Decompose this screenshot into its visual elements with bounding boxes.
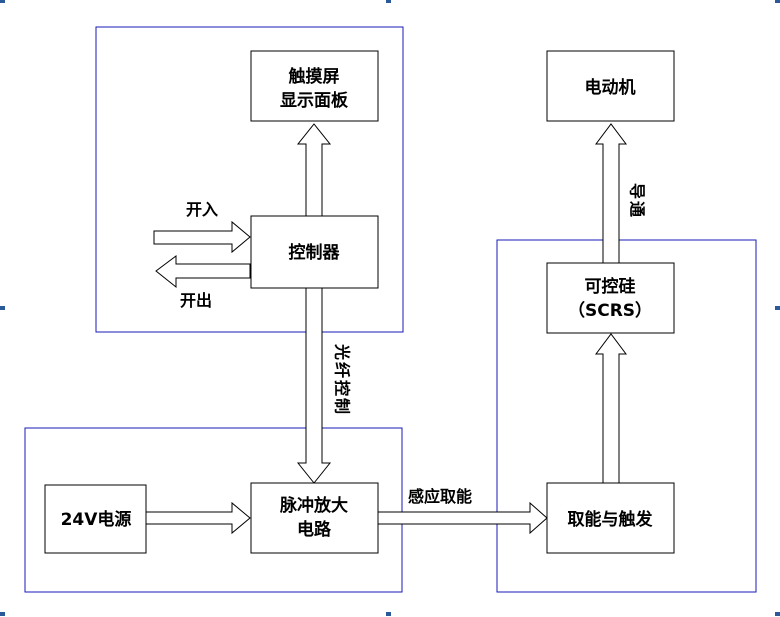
motor-block: 电动机 <box>546 50 675 122</box>
corner-mark-top-left <box>0 0 5 3</box>
power-unit-group <box>24 427 403 593</box>
corner-mark-bottom-left <box>0 612 5 616</box>
power-block: 24V电源 <box>44 484 147 554</box>
edge-mark-top-center <box>386 0 391 3</box>
arrow-controller-to-pulse-amp <box>296 287 332 484</box>
corner-mark-top-right <box>775 0 780 3</box>
control-unit-group <box>95 26 404 333</box>
fiber-label-char-2: 纤 <box>333 362 352 378</box>
conduct-label-char-1: 导 <box>628 183 647 199</box>
motor-label: 电动机 <box>585 77 636 98</box>
scr-label-line1: 可控硅 <box>585 276 636 297</box>
touchscreen-label-line1: 触摸屏 <box>288 66 340 87</box>
edge-mark-left-center <box>0 306 5 310</box>
edge-mark-bottom-center <box>386 612 391 616</box>
controller-block: 控制器 <box>250 215 379 289</box>
thyristor-unit-group <box>496 239 757 593</box>
arrow-pulse-amp-to-trigger <box>377 501 548 535</box>
arrow-input-to-controller <box>153 220 251 254</box>
pulse-amp-label-line2: 电路 <box>297 519 332 540</box>
fiber-label-char-1: 光 <box>333 343 352 360</box>
pulse-amp-block: 脉冲放大 电路 <box>250 482 379 554</box>
pulse-amp-label-line1: 脉冲放大 <box>279 495 348 516</box>
arrow-controller-to-output <box>155 255 251 289</box>
scr-block: 可控硅 （SCRS） <box>546 262 675 334</box>
touchscreen-label-line2: 显示面板 <box>280 90 349 111</box>
fiber-label-char-3: 控 <box>333 380 352 396</box>
input-label: 开入 <box>186 200 218 219</box>
arrow-scr-to-motor <box>595 123 627 264</box>
arrow-power-to-pulse-amp <box>145 501 251 535</box>
edge-mark-right-center <box>775 306 780 310</box>
corner-mark-bottom-right <box>775 612 780 616</box>
output-label: 开出 <box>180 291 212 310</box>
arrow-controller-to-touchscreen <box>296 123 332 217</box>
scr-label-line2: （SCRS） <box>568 300 652 321</box>
trigger-block: 取能与触发 <box>546 482 675 554</box>
conduct-label: 导 通 <box>628 183 647 217</box>
power-label: 24V电源 <box>61 509 132 530</box>
fiber-label-char-4: 制 <box>333 398 352 414</box>
induction-label: 感应取能 <box>408 487 472 506</box>
trigger-label: 取能与触发 <box>568 509 654 530</box>
fiber-control-label: 光 纤 控 制 <box>333 343 352 414</box>
conduct-label-char-2: 通 <box>628 201 647 217</box>
controller-label: 控制器 <box>289 242 341 263</box>
arrow-trigger-to-scr <box>595 333 627 484</box>
touchscreen-block: 触摸屏 显示面板 <box>250 50 379 122</box>
